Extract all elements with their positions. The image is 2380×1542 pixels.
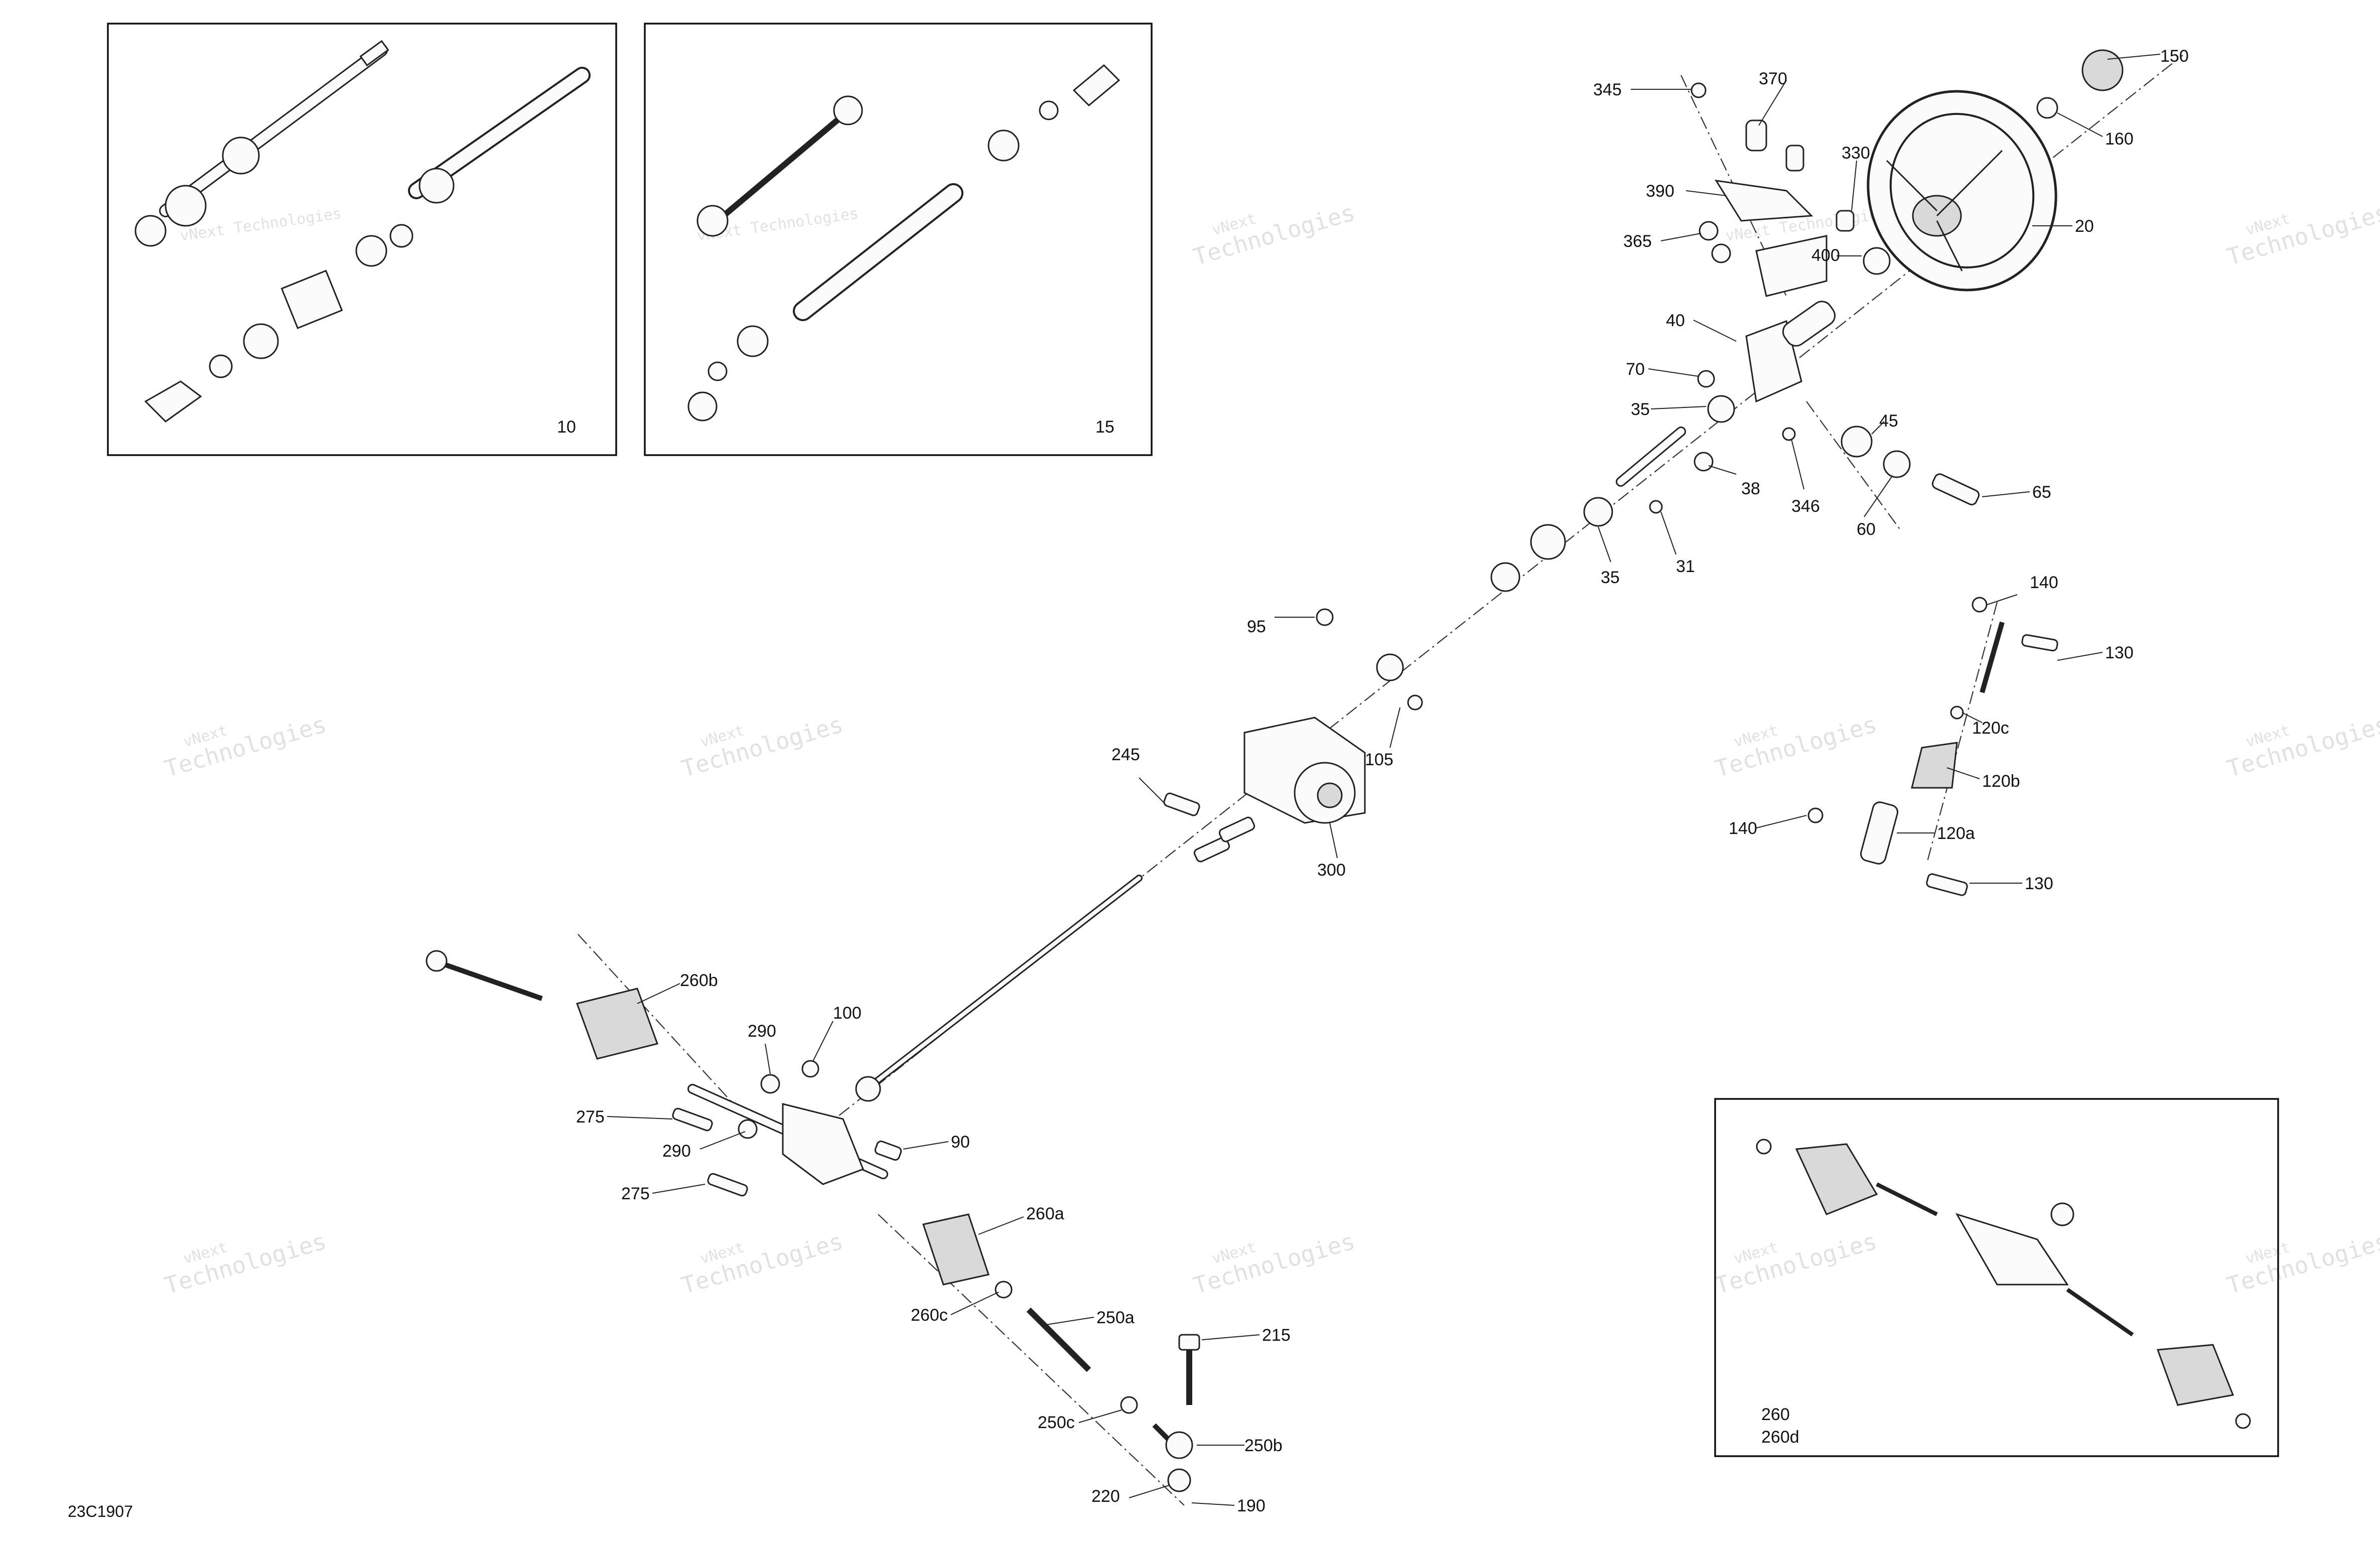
inset-box-260: 260 260d bbox=[1714, 1098, 2279, 1457]
leader-lines bbox=[607, 54, 2161, 1506]
callout-400: 400 bbox=[1811, 246, 1840, 265]
part-35-upper bbox=[1707, 395, 1735, 423]
callout-65: 65 bbox=[2032, 483, 2051, 502]
callout-45: 45 bbox=[1879, 411, 1898, 431]
callout-60: 60 bbox=[1857, 520, 1876, 539]
callout-140-lower: 140 bbox=[1729, 819, 1757, 838]
part-60 bbox=[1883, 450, 1911, 478]
inset-label-10: 10 bbox=[557, 417, 576, 437]
steering-rack bbox=[426, 950, 1200, 1492]
callout-20: 20 bbox=[2075, 217, 2094, 236]
callout-38: 38 bbox=[1741, 479, 1760, 498]
callout-31: 31 bbox=[1676, 557, 1695, 576]
diagram-reference-id: 23C1907 bbox=[68, 1502, 133, 1520]
part-150 bbox=[2081, 49, 2124, 91]
part-38 bbox=[1694, 452, 1714, 472]
callout-90: 90 bbox=[951, 1133, 970, 1152]
callout-250a: 250a bbox=[1096, 1308, 1135, 1327]
inset-label-260d: 260d bbox=[1761, 1428, 1799, 1447]
callout-130-lower: 130 bbox=[2025, 874, 2053, 893]
callout-140-upper: 140 bbox=[2030, 573, 2058, 592]
inset-box-10: 10 bbox=[107, 23, 617, 456]
callout-120b: 120b bbox=[1982, 772, 2020, 791]
steering-wheel bbox=[1867, 90, 2057, 292]
callout-220: 220 bbox=[1091, 1487, 1120, 1506]
callout-365: 365 bbox=[1623, 232, 1652, 251]
callout-160: 160 bbox=[2105, 129, 2134, 149]
callout-35-lower: 35 bbox=[1601, 568, 1620, 587]
callout-150: 150 bbox=[2160, 47, 2189, 66]
callout-290-upper: 290 bbox=[748, 1022, 776, 1041]
callout-105: 105 bbox=[1365, 750, 1393, 769]
inset-label-260: 260 bbox=[1761, 1405, 1790, 1424]
callout-260c: 260c bbox=[911, 1306, 948, 1325]
part-70 bbox=[1697, 370, 1715, 388]
callout-390: 390 bbox=[1646, 182, 1674, 201]
callout-95: 95 bbox=[1247, 617, 1266, 636]
callout-100: 100 bbox=[833, 1004, 862, 1023]
steering-motor bbox=[1163, 608, 1423, 863]
callout-245: 245 bbox=[1111, 745, 1140, 764]
callout-70: 70 bbox=[1626, 360, 1645, 379]
callout-250b: 250b bbox=[1244, 1436, 1283, 1455]
callout-250c: 250c bbox=[1038, 1413, 1075, 1432]
lower-shaft bbox=[801, 875, 1143, 1102]
callout-346: 346 bbox=[1791, 497, 1820, 516]
inset-box-15: 15 bbox=[644, 23, 1153, 456]
part-346 bbox=[1782, 427, 1796, 441]
callout-215: 215 bbox=[1262, 1326, 1291, 1345]
callout-275-upper: 275 bbox=[576, 1107, 605, 1127]
callout-35-upper: 35 bbox=[1631, 400, 1650, 419]
callout-labels: 345 370 150 160 390 330 365 20 400 40 70… bbox=[576, 47, 2189, 1515]
callout-130-upper: 130 bbox=[2105, 643, 2134, 662]
callout-330: 330 bbox=[1842, 144, 1870, 163]
callout-40: 40 bbox=[1666, 311, 1685, 330]
column-bracket bbox=[1691, 82, 1891, 403]
callout-260b: 260b bbox=[680, 971, 718, 990]
callout-260a: 260a bbox=[1026, 1204, 1064, 1223]
callout-190: 190 bbox=[1237, 1496, 1266, 1515]
callout-290-lower: 290 bbox=[662, 1142, 691, 1161]
part-45 bbox=[1841, 426, 1873, 458]
callout-120c: 120c bbox=[1972, 719, 2009, 738]
callout-370: 370 bbox=[1759, 69, 1787, 88]
part-65 bbox=[1931, 473, 1980, 506]
tie-rod-assembly bbox=[1807, 597, 2058, 896]
callout-275-lower: 275 bbox=[621, 1184, 650, 1203]
intermediate-shaft bbox=[1490, 427, 1686, 592]
part-160 bbox=[2036, 97, 2058, 119]
inset-label-15: 15 bbox=[1095, 417, 1114, 437]
callout-345: 345 bbox=[1593, 80, 1622, 99]
callout-300: 300 bbox=[1317, 861, 1346, 880]
callout-120a: 120a bbox=[1937, 824, 1975, 843]
